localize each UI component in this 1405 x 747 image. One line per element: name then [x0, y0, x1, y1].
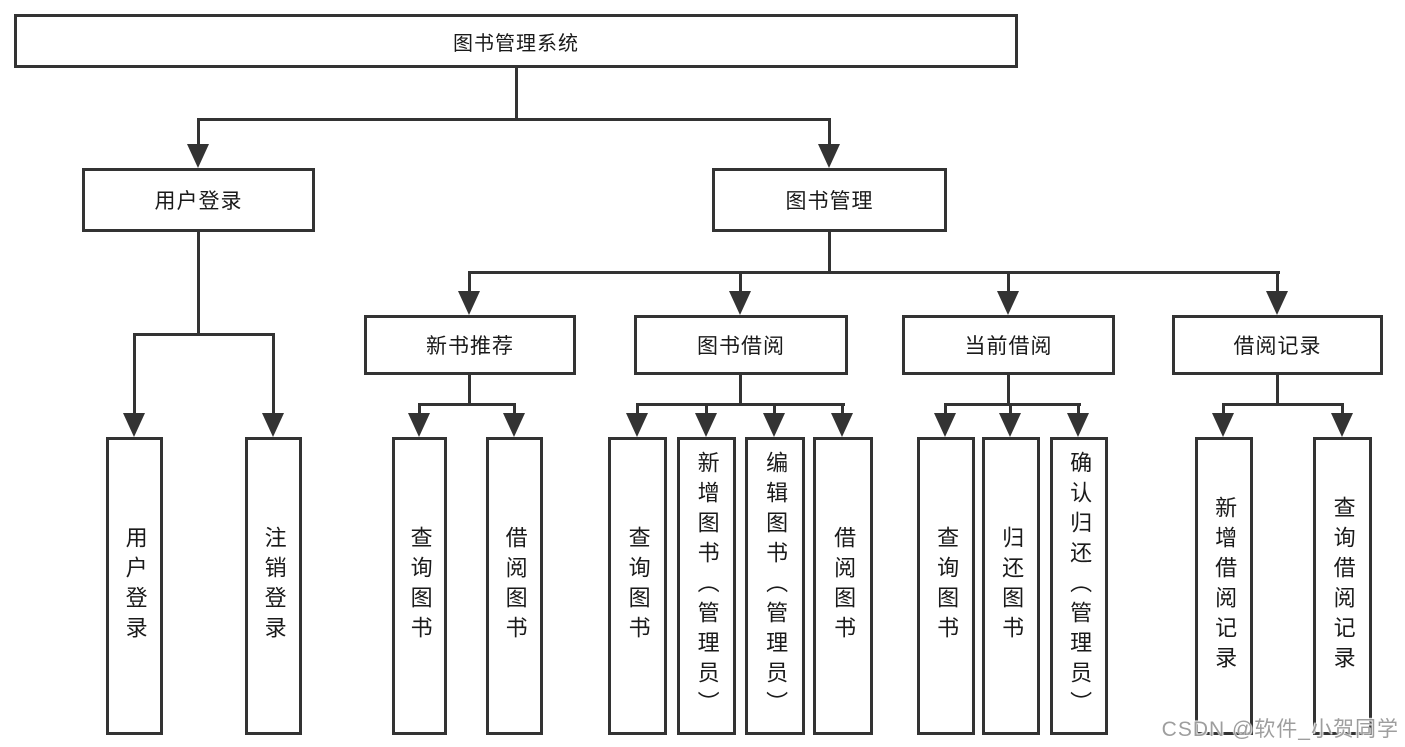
- leaf-label: 新增图书（管理员）: [694, 451, 720, 721]
- connector-bar-user-login: [133, 333, 275, 336]
- leaf-borrow-books: 借阅图书: [813, 437, 873, 735]
- arrow-head-current-borrowing: [997, 291, 1019, 315]
- arrow-shaft-query-books: [418, 403, 421, 415]
- arrow-shaft-add-borrow-record: [1222, 403, 1225, 415]
- arrow-shaft-query-books: [944, 403, 947, 415]
- leaf-confirm-return-admin: 确认归还（管理员）: [1050, 437, 1108, 735]
- arrow-head-book-management: [818, 144, 840, 168]
- arrow-head-query-borrow-record: [1331, 413, 1353, 437]
- arrow-head-book-borrowing: [729, 291, 751, 315]
- arrow-head-query-books: [408, 413, 430, 437]
- arrow-shaft-user-login: [197, 118, 200, 146]
- leaf-label: 借阅图书: [502, 526, 528, 646]
- leaf-label: 注销登录: [261, 526, 287, 646]
- connector-stem-root: [515, 68, 518, 118]
- leaf-borrow-books: 借阅图书: [486, 437, 543, 735]
- leaf-user-login: 用户登录: [106, 437, 163, 735]
- leaf-query-books: 查询图书: [917, 437, 975, 735]
- arrow-head-add-book: [695, 413, 717, 437]
- arrow-shaft-query-books: [636, 403, 639, 415]
- node-new-book-recommend: 新书推荐: [364, 315, 576, 375]
- node-library-management-system: 图书管理系统: [14, 14, 1018, 68]
- leaf-add-borrow-record: 新增借阅记录: [1195, 437, 1253, 735]
- arrow-shaft-current-borrowing: [1007, 271, 1010, 293]
- leaf-add-book-admin: 新增图书（管理员）: [677, 437, 736, 735]
- leaf-label: 查询图书: [625, 526, 651, 646]
- leaf-label: 查询图书: [934, 526, 960, 646]
- leaf-logout: 注销登录: [245, 437, 302, 735]
- arrow-shaft-add-book: [705, 403, 708, 415]
- arrow-shaft-book-borrowing: [739, 271, 742, 293]
- leaf-query-books: 查询图书: [608, 437, 667, 735]
- arrow-head-borrowing-records: [1266, 291, 1288, 315]
- node-borrowing-records: 借阅记录: [1172, 315, 1383, 375]
- arrow-head-query-books: [934, 413, 956, 437]
- arrow-head-leaf-logout: [262, 413, 284, 437]
- arrow-shaft-leaf-logout: [272, 333, 275, 415]
- watermark-csdn: CSDN @软件_小贺同学: [1161, 718, 1399, 741]
- arrow-head-user-login: [187, 144, 209, 168]
- leaf-return-books: 归还图书: [982, 437, 1040, 735]
- leaf-label: 编辑图书（管理员）: [763, 451, 789, 721]
- arrow-shaft-query-borrow-record: [1341, 403, 1344, 415]
- arrow-head-leaf-user-login: [123, 413, 145, 437]
- arrow-head-borrow-books: [503, 413, 525, 437]
- leaf-label: 归还图书: [999, 526, 1025, 646]
- connector-stem-book-borrowing: [739, 375, 742, 405]
- arrow-shaft-edit-book: [773, 403, 776, 415]
- node-book-borrowing: 图书借阅: [634, 315, 848, 375]
- connector-bar-current-borrowing: [944, 403, 1081, 406]
- connector-bar-borrowing-records: [1222, 403, 1343, 406]
- arrow-head-new-book-recommend: [458, 291, 480, 315]
- arrow-head-add-borrow-record: [1212, 413, 1234, 437]
- leaf-label: 确认归还（管理员）: [1067, 451, 1093, 721]
- leaf-query-borrow-record: 查询借阅记录: [1313, 437, 1372, 735]
- arrow-head-borrow-books: [831, 413, 853, 437]
- leaf-label: 查询图书: [407, 526, 433, 646]
- leaf-edit-book-admin: 编辑图书（管理员）: [745, 437, 805, 735]
- node-book-management: 图书管理: [712, 168, 947, 232]
- arrow-shaft-new-book-recommend: [468, 271, 471, 293]
- arrow-shaft-confirm-return: [1077, 403, 1080, 415]
- arrow-shaft-borrowing-records: [1276, 271, 1279, 293]
- arrow-shaft-borrow-books: [841, 403, 844, 415]
- node-user-login: 用户登录: [82, 168, 315, 232]
- leaf-label: 借阅图书: [831, 526, 857, 646]
- arrow-head-return-books: [999, 413, 1021, 437]
- leaf-label: 新增借阅记录: [1212, 496, 1238, 676]
- connector-stem-new-book-recommend: [468, 375, 471, 405]
- leaf-query-books: 查询图书: [392, 437, 447, 735]
- arrow-head-confirm-return: [1067, 413, 1089, 437]
- arrow-shaft-borrow-books: [513, 403, 516, 415]
- connector-stem-book-management: [828, 232, 831, 273]
- connector-bar-level2: [197, 118, 831, 121]
- connector-bar-book-borrowing: [636, 403, 845, 406]
- arrow-shaft-book-management: [828, 118, 831, 146]
- connector-bar-new-book-recommend: [418, 403, 516, 406]
- leaf-label: 用户登录: [122, 526, 148, 646]
- connector-stem-current-borrowing: [1007, 375, 1010, 405]
- arrow-shaft-return-books: [1009, 403, 1012, 415]
- arrow-head-query-books: [626, 413, 648, 437]
- arrow-head-edit-book: [763, 413, 785, 437]
- node-current-borrowing: 当前借阅: [902, 315, 1115, 375]
- connector-bar-level3: [468, 271, 1280, 274]
- leaf-label: 查询借阅记录: [1330, 496, 1356, 676]
- arrow-shaft-leaf-user-login: [133, 333, 136, 415]
- connector-stem-user-login: [197, 232, 200, 333]
- connector-stem-borrowing-records: [1276, 375, 1279, 405]
